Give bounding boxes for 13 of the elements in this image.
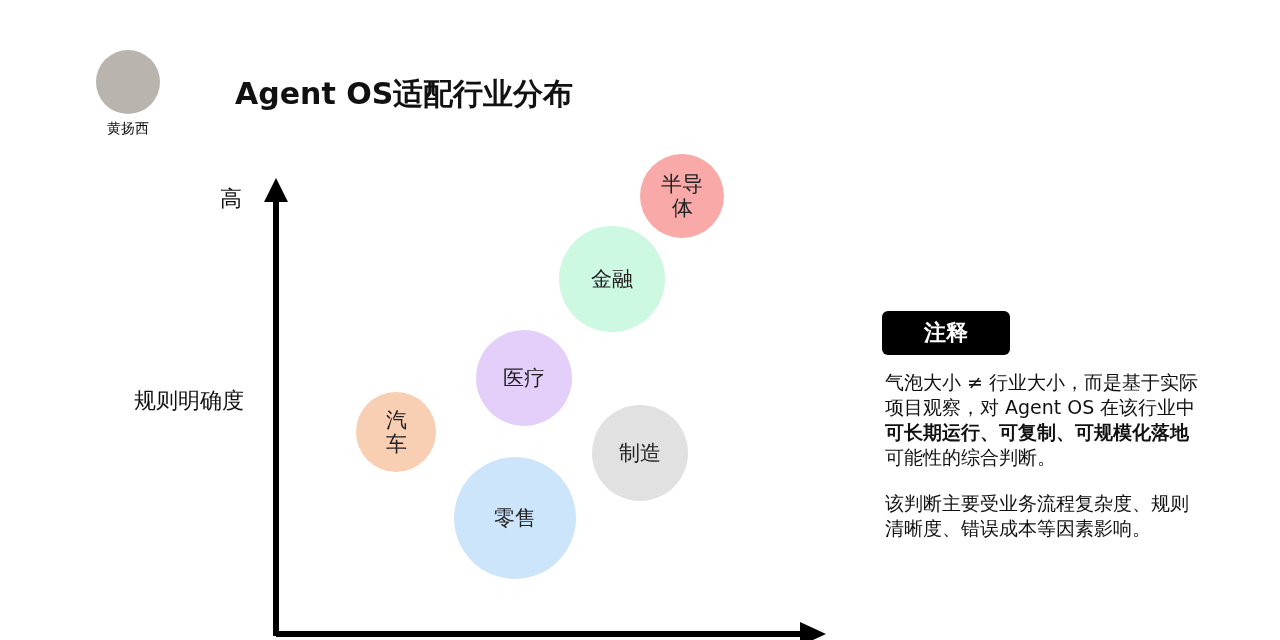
note-heading: 注释 bbox=[882, 311, 1010, 355]
industry-bubble: 金融 bbox=[559, 226, 665, 332]
note-text: 该判断主要受业务流程复杂度、规则清晰度、错误成本等因素影响。 bbox=[885, 491, 1190, 541]
industry-bubble: 半导体 bbox=[640, 154, 724, 238]
axis-label: 高 bbox=[220, 185, 242, 213]
industry-bubble: 医疗 bbox=[476, 330, 572, 426]
axis-label: 规则明确度 bbox=[134, 387, 244, 415]
industry-bubble: 制造 bbox=[592, 405, 688, 501]
title: Agent OS适配行业分布 bbox=[235, 75, 574, 113]
author-name: 黄扬西 bbox=[106, 120, 150, 138]
industry-bubble: 零售 bbox=[454, 457, 576, 579]
industry-bubble: 汽车 bbox=[356, 392, 436, 472]
note-text: 气泡大小 ≠ 行业大小，而是基于实际项目观察，对 Agent OS 在该行业中可长期运行、可复制、可规模化落地可能性的综合判断。 bbox=[885, 370, 1199, 470]
